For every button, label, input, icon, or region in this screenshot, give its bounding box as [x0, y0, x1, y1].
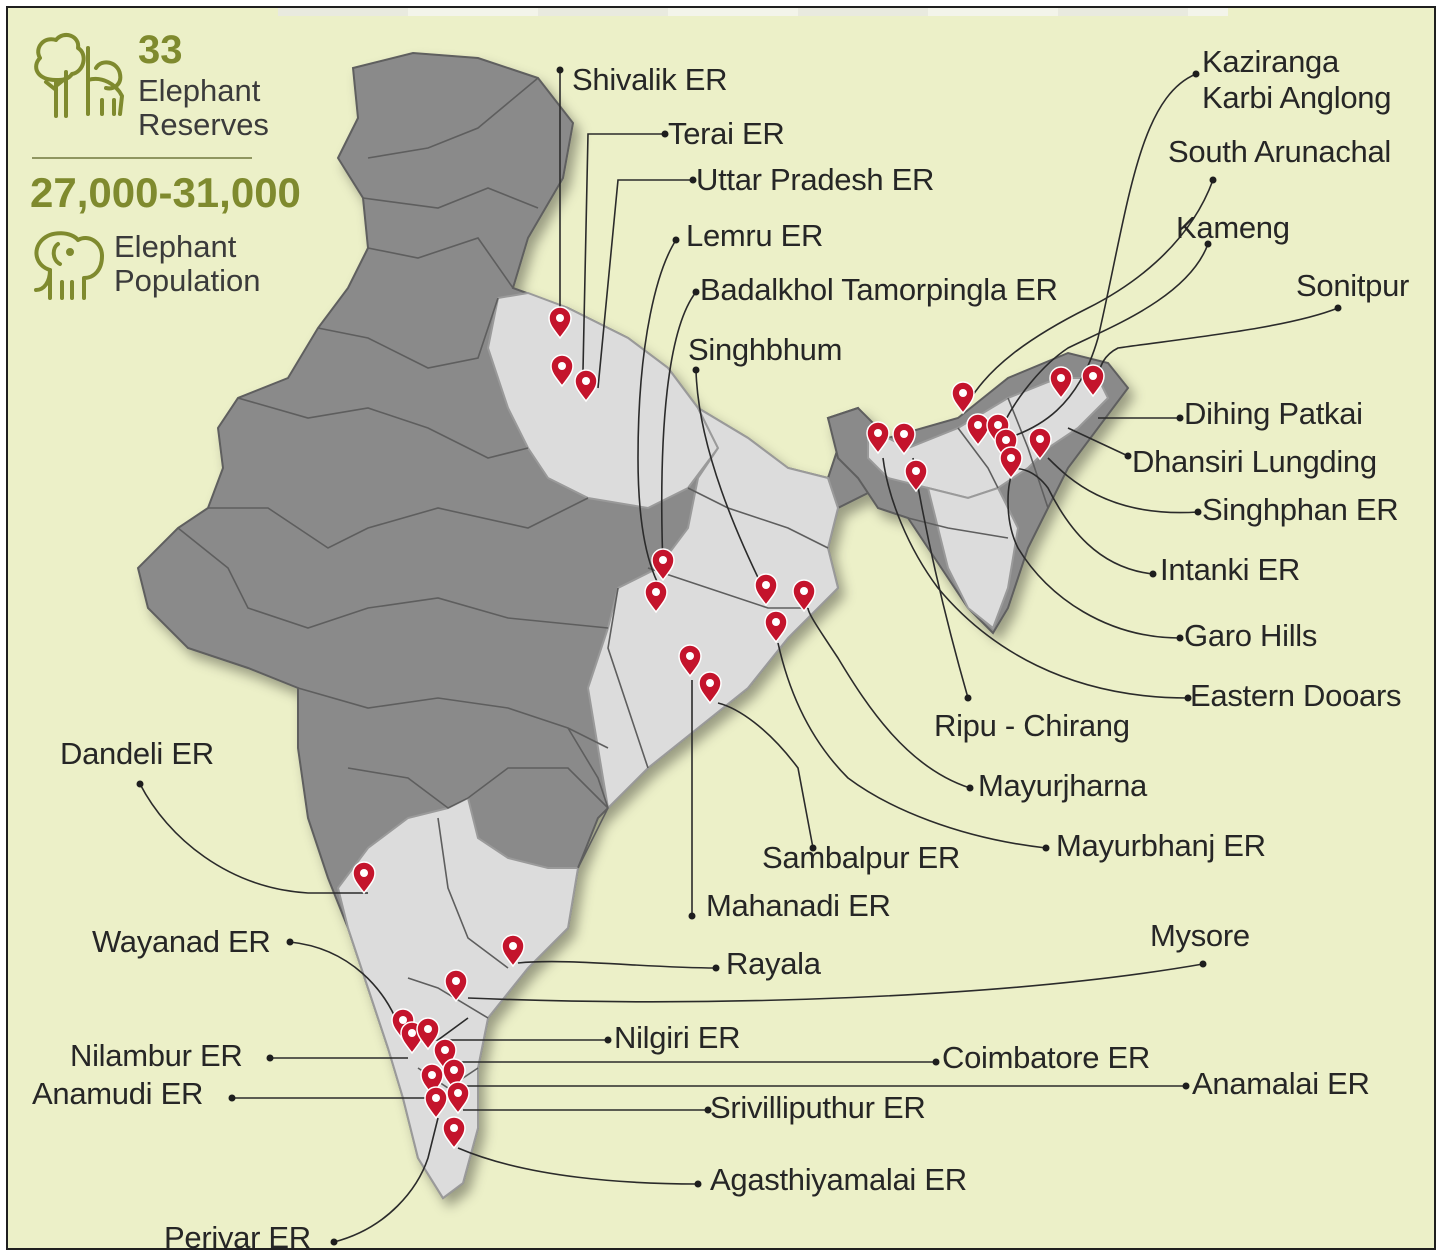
assam-region — [867, 377, 1110, 500]
northeast-south-region — [926, 486, 1020, 630]
label-nilambur: Nilambur ER — [70, 1038, 243, 1073]
label-anamudi: Anamudi ER — [32, 1076, 204, 1111]
label-dhansiri: Dhansiri Lungding — [1132, 444, 1377, 479]
label-eastern-dooars: Eastern Dooars — [1190, 678, 1402, 713]
label-terai: Terai ER — [668, 116, 785, 151]
label-srivilliputhur: Srivilliputhur ER — [710, 1090, 926, 1125]
label-agasthiyamalai: Agasthiyamalai ER — [710, 1162, 967, 1197]
leader-lines — [139, 70, 1339, 1243]
label-rayala: Rayala — [726, 946, 821, 981]
label-singhbhum: Singhbhum — [688, 332, 843, 367]
label-periyar: Periyar ER — [164, 1220, 311, 1250]
label-lemru: Lemru ER — [686, 218, 824, 253]
map-pin-icon — [951, 381, 975, 415]
map-pin-icon — [678, 644, 702, 678]
leader-dots — [136, 66, 1342, 1246]
map-pin-icon — [754, 573, 778, 607]
label-south-arunachal: South Arunachal — [1168, 134, 1392, 169]
label-intanki: Intanki ER — [1160, 552, 1301, 587]
state-borders — [177, 77, 1049, 1089]
map-pin-icon — [1028, 427, 1052, 461]
map-pin-icon — [501, 934, 525, 968]
label-badalkhol: Badalkhol Tamorpingla ER — [700, 272, 1058, 307]
label-kaziranga-1: Kaziranga — [1202, 44, 1339, 79]
label-dihing-patkai: Dihing Patkai — [1184, 396, 1363, 431]
map-pin-icon — [442, 1116, 466, 1150]
map-pin-icon — [1049, 366, 1073, 400]
label-singhphan: Singhphan ER — [1202, 492, 1399, 527]
map-pin-icon — [792, 579, 816, 613]
map-pin-icon — [352, 861, 376, 895]
map-pin-icon — [999, 446, 1023, 480]
reserves-label-2: Reserves — [138, 107, 269, 142]
label-sonitpur: Sonitpur — [1296, 268, 1410, 303]
label-ripu-chirang: Ripu - Chirang — [934, 708, 1130, 743]
reserves-count: 33 — [138, 28, 183, 72]
label-kameng: Kameng — [1176, 210, 1290, 245]
map-pin-icon — [904, 459, 928, 493]
label-coimbatore: Coimbatore ER — [942, 1040, 1151, 1075]
map-pin-icon — [892, 422, 916, 456]
top-band — [278, 8, 1228, 16]
map-pin-icon — [424, 1086, 448, 1120]
label-mahanadi: Mahanadi ER — [706, 888, 891, 923]
label-wayanad: Wayanad ER — [92, 924, 271, 959]
label-mayurjharna: Mayurjharna — [978, 768, 1148, 803]
label-nilgiri: Nilgiri ER — [614, 1020, 741, 1055]
label-dandeli: Dandeli ER — [60, 736, 214, 771]
map-pin-icon — [698, 671, 722, 705]
map-pin-icon — [966, 413, 990, 447]
label-sambalpur: Sambalpur ER — [762, 840, 960, 875]
infographic-frame: 33 Elephant Reserves 27,000-31,000 Eleph… — [6, 6, 1436, 1250]
map-pin-icon — [444, 969, 468, 1003]
label-mayurbhanj: Mayurbhanj ER — [1056, 828, 1266, 863]
map-pin-icon — [651, 548, 675, 582]
label-uttar-pradesh: Uttar Pradesh ER — [696, 162, 935, 197]
map-pin-icon — [550, 354, 574, 388]
map-pin-icon — [446, 1081, 470, 1115]
map-pin-icon — [416, 1017, 440, 1051]
map-pin-icon — [1081, 364, 1105, 398]
stats-divider — [32, 157, 252, 159]
population-label-1: Elephant — [114, 229, 237, 264]
reserves-label-1: Elephant — [138, 73, 261, 108]
label-mysore: Mysore — [1150, 918, 1250, 953]
map-pin-icon — [764, 610, 788, 644]
label-kaziranga-2: Karbi Anglong — [1202, 80, 1392, 115]
elephant-icon — [34, 231, 104, 300]
population-label-2: Population — [114, 263, 261, 298]
label-garo-hills: Garo Hills — [1184, 618, 1318, 653]
label-anamalai: Anamalai ER — [1192, 1066, 1370, 1101]
label-shivalik: Shivalik ER — [572, 62, 728, 97]
map-pin-icon — [574, 369, 598, 403]
map-pin-icon — [548, 306, 572, 340]
tree-icon — [34, 32, 124, 118]
india-map — [136, 51, 1342, 1246]
reserve-pins — [352, 306, 1105, 1150]
map-pin-icon — [866, 421, 890, 455]
map-pin-icon — [644, 580, 668, 614]
population-range: 27,000-31,000 — [30, 169, 301, 216]
